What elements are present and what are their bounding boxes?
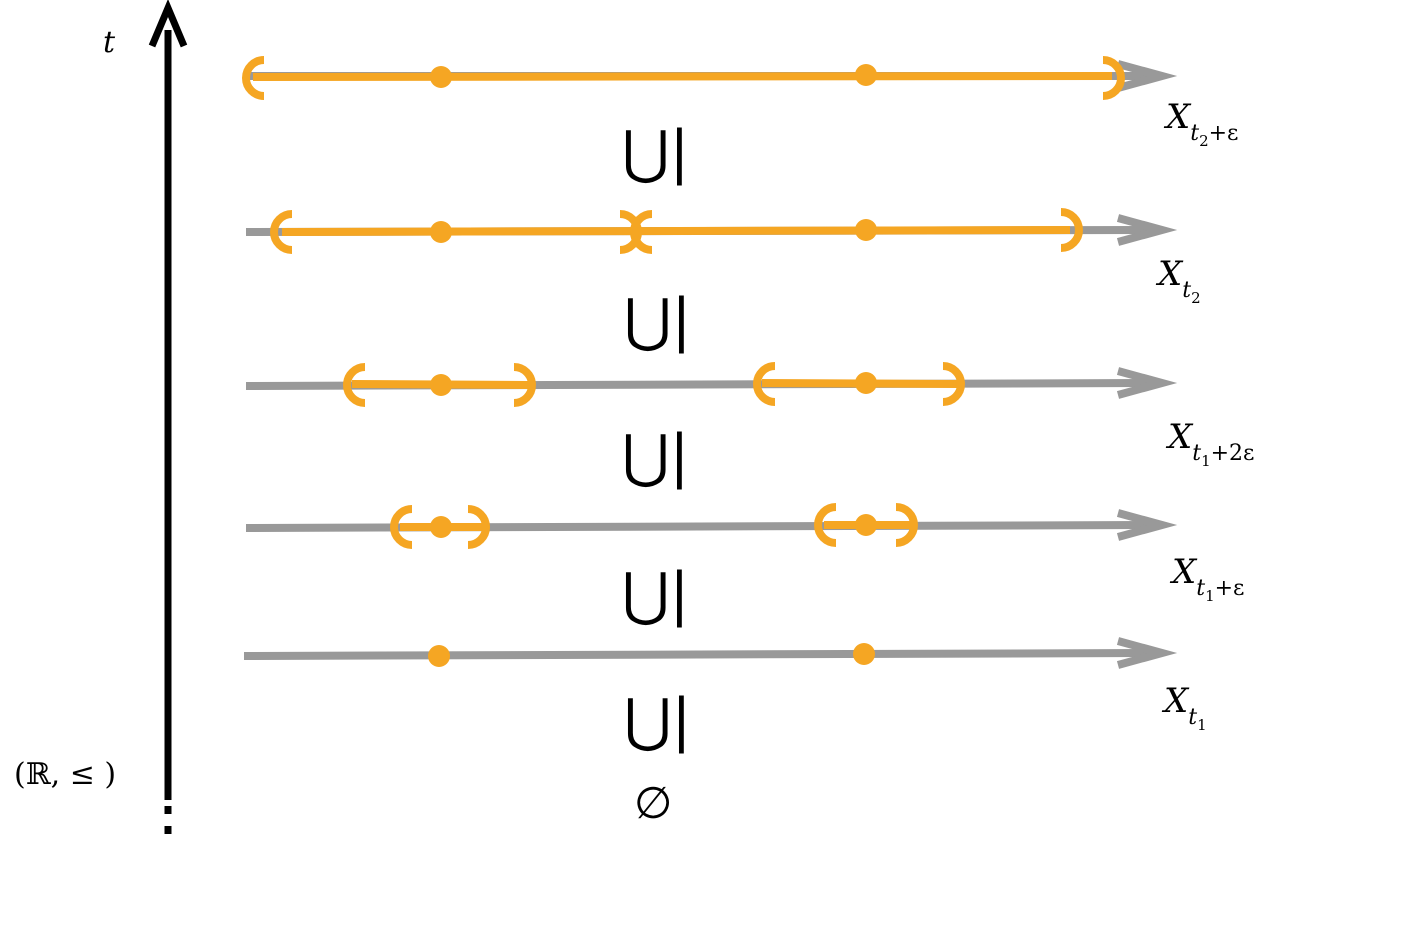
open-bracket-right-2 — [942, 362, 965, 406]
arrow-head — [1116, 509, 1178, 541]
level-x-t2 — [245, 208, 1178, 254]
label-x-t2-plus-eps: Xt2+ε — [1163, 97, 1238, 150]
arrow-head — [1116, 60, 1178, 92]
open-bracket-left-2 — [814, 503, 837, 547]
arrow-head — [1116, 367, 1178, 399]
point-a — [430, 516, 452, 538]
number-line — [245, 521, 1151, 532]
level-x-t1-plus-2eps — [245, 362, 1178, 407]
label-x-t1-plus-eps: Xt1+ε — [1169, 552, 1244, 605]
subset-symbol-2: ⋃| — [624, 286, 691, 354]
arrow-head — [1116, 637, 1178, 669]
open-bracket-right-1 — [467, 505, 490, 549]
subset-symbol-5: ⋃| — [624, 686, 691, 754]
point-a — [430, 66, 452, 88]
open-bracket-right-1 — [513, 363, 536, 407]
interval-segment — [252, 72, 1113, 81]
point-a — [430, 221, 452, 243]
open-bracket-left — [270, 210, 293, 254]
level-x-t1-plus-eps — [245, 503, 1178, 549]
level-x-t1 — [243, 637, 1178, 669]
arrow-head — [1116, 214, 1178, 246]
poset-label: (ℝ, ≤ ) — [14, 757, 116, 792]
point-b — [855, 372, 877, 394]
point-a — [430, 374, 452, 396]
open-bracket-right-2 — [895, 503, 918, 547]
subset-symbol-3: ⋃| — [622, 422, 689, 490]
point-b — [855, 64, 877, 86]
level-x-t2-plus-eps — [242, 56, 1178, 100]
point-b — [855, 514, 877, 536]
point-b — [853, 643, 875, 665]
open-bracket-left-1 — [343, 363, 366, 407]
interval-segment — [281, 226, 1071, 236]
time-axis — [148, 0, 188, 834]
number-line — [243, 649, 1151, 660]
open-bracket-right — [1060, 208, 1083, 252]
label-x-t2: Xt2 — [1155, 254, 1201, 307]
label-x-t1-plus-2eps: Xt1+2ε — [1165, 417, 1254, 470]
empty-set-symbol: ∅ — [634, 778, 672, 829]
point-a — [428, 645, 450, 667]
open-bracket-right — [1102, 56, 1125, 100]
axis-label-t: t — [103, 25, 116, 60]
label-x-t1: Xt1 — [1161, 681, 1207, 734]
subset-symbol-1: ⋃| — [622, 118, 689, 186]
open-bracket-mid-left — [630, 210, 653, 254]
subset-symbol-4: ⋃| — [622, 560, 689, 628]
open-bracket-left-1 — [390, 505, 413, 549]
open-bracket-left — [242, 56, 265, 100]
open-bracket-left-2 — [753, 362, 776, 406]
point-b — [855, 219, 877, 241]
